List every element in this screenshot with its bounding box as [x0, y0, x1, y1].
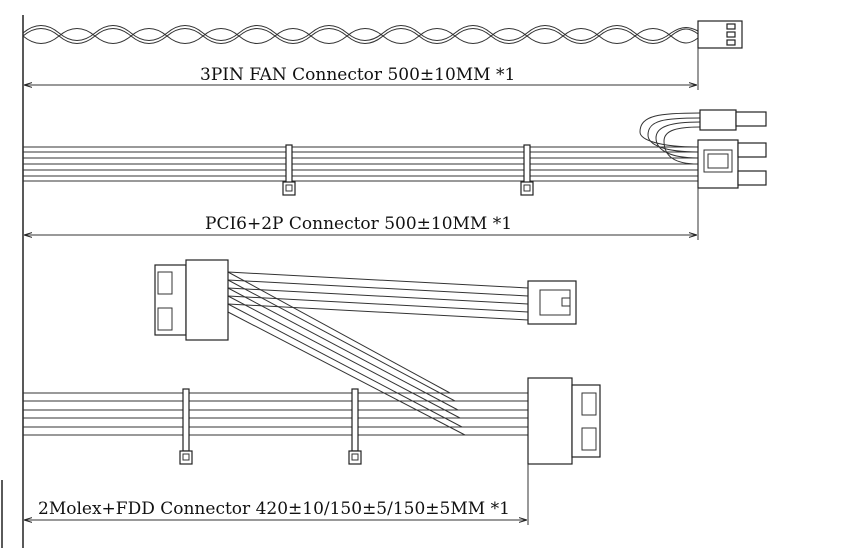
fan-cable — [22, 20, 743, 49]
fan-twisted-wire-b — [22, 28, 699, 44]
cable-tie — [182, 388, 190, 452]
pcie-6p-connector — [697, 139, 739, 189]
pcie-dimension: PCI6+2P Connector 500±10MM *1 — [24, 188, 699, 240]
fan-label: 3PIN FAN Connector 500±10MM *1 — [200, 65, 515, 85]
molex-cable — [23, 259, 601, 465]
cable-tie-head — [179, 450, 193, 465]
cable-tie — [285, 144, 293, 184]
cable-tie — [523, 144, 531, 184]
molex-connector-upper — [154, 264, 187, 336]
pcie-2p-connector — [699, 109, 737, 131]
cable-tie-head — [282, 181, 296, 196]
pcie-cable — [23, 109, 767, 196]
cable-tie-head — [520, 181, 534, 196]
molex-label: 2Molex+FDD Connector 420±10/150±5/150±5M… — [38, 499, 510, 519]
cable-tie — [351, 388, 359, 452]
fdd-connector — [527, 280, 577, 325]
molex-dimension: 2Molex+FDD Connector 420±10/150±5/150±5M… — [24, 464, 529, 525]
pcie-label: PCI6+2P Connector 500±10MM *1 — [205, 214, 512, 234]
molex-connector-lower — [527, 377, 573, 465]
fan-pin-2 — [726, 31, 736, 38]
fan-dimension: 3PIN FAN Connector 500±10MM *1 — [24, 48, 699, 90]
fan-twisted-wire-c — [22, 25, 699, 41]
fan-pin-1 — [726, 23, 736, 30]
cable-tie-head — [348, 450, 362, 465]
fan-twisted-wire-a — [22, 28, 699, 44]
fan-pin-3 — [726, 39, 736, 46]
